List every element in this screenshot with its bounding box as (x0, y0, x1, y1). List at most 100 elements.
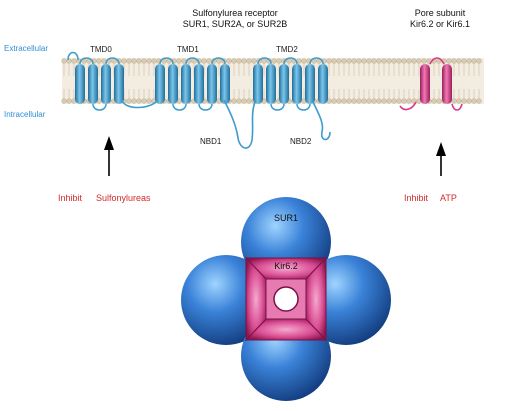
sur-helix (114, 64, 124, 104)
lipid-head (231, 58, 237, 64)
pore-helix-2 (442, 64, 452, 104)
sur-title-line2: SUR1, SUR2A, or SUR2B (182, 19, 288, 29)
lipid-head (146, 98, 152, 104)
sur-helix-loop (185, 57, 200, 65)
sur-transmembrane-helices (75, 57, 328, 111)
kir-tetramer (244, 256, 328, 342)
pore-helix-1 (420, 64, 430, 104)
lipid-head (396, 58, 402, 64)
sur-helix (292, 64, 302, 104)
lipid-head (381, 58, 387, 64)
lipid-head (341, 98, 347, 104)
lipid-head (366, 58, 372, 64)
lipid-head (201, 58, 207, 64)
sur-helix (181, 64, 191, 104)
lipid-head (451, 58, 457, 64)
lipid-head (241, 58, 247, 64)
lipid-head (466, 98, 472, 104)
sur-helix (101, 64, 111, 104)
sur-helix-loop (309, 57, 324, 65)
sur-title-line1: Sulfonylurea receptor (192, 8, 278, 18)
lipid-head (331, 58, 337, 64)
sur1-label: SUR1 (273, 213, 298, 223)
lipid-head (451, 98, 457, 104)
lipid-head (476, 58, 482, 64)
lipid-head (301, 58, 307, 64)
sur-helix-loop (270, 103, 285, 111)
sur-helix (279, 64, 289, 104)
lipid-head (456, 98, 462, 104)
lipid-head (246, 58, 252, 64)
sur-loops (67, 51, 331, 149)
sur-helix (207, 64, 217, 104)
sulfonylureas-label: Sulfonylureas (96, 193, 151, 203)
lipid-head (376, 58, 382, 64)
lipid-head (341, 58, 347, 64)
lipid-head (141, 58, 147, 64)
lipid-head (366, 98, 372, 104)
lipid-head (436, 98, 442, 104)
lipid-head (61, 98, 67, 104)
tmd0-label: TMD0 (90, 45, 112, 54)
lipid-head (66, 98, 72, 104)
lipid-head (336, 58, 342, 64)
lipid-head (121, 58, 127, 64)
lipid-head (471, 58, 477, 64)
lipid-head (96, 58, 102, 64)
lipid-head (216, 58, 222, 64)
lipid-head (391, 58, 397, 64)
lipid-head (206, 58, 212, 64)
lipid-head (381, 98, 387, 104)
tmd2-label: TMD2 (276, 45, 298, 54)
arrow-sulfonylureas (104, 136, 114, 176)
nbd1-loop (223, 99, 257, 149)
lipid-head (386, 98, 392, 104)
lipid-head (331, 98, 337, 104)
lipid-head (71, 58, 77, 64)
lipid-head (371, 58, 377, 64)
sur-helix-loop (296, 103, 311, 111)
lipid-head (401, 98, 407, 104)
lipid-head (126, 58, 132, 64)
inhibit-label-left: Inhibit (58, 193, 83, 203)
lipid-head (276, 58, 282, 64)
lipid-head (146, 58, 152, 64)
lipid-head (416, 58, 422, 64)
lipid-head (471, 98, 477, 104)
lipid-head (406, 98, 412, 104)
arrow-atp (436, 142, 446, 176)
sur-helix-loop (79, 57, 94, 65)
lipid-head (361, 58, 367, 64)
lipid-head (141, 98, 147, 104)
lipid-head (431, 98, 437, 104)
lipid-head (376, 98, 382, 104)
sur-helix (318, 64, 328, 104)
lipid-head (371, 98, 377, 104)
tmd0-n-terminus (67, 51, 79, 61)
lipid-head (421, 58, 427, 64)
lipid-head (241, 98, 247, 104)
sur-helix-loop (105, 57, 120, 65)
lipid-head (131, 98, 137, 104)
intracellular-label: Intracellular (4, 110, 46, 119)
sur-helix (266, 64, 276, 104)
nbd2-loop (311, 99, 331, 141)
lipid-head (131, 58, 137, 64)
sur-helix-loop (159, 57, 174, 65)
pore-title-line1: Pore subunit (414, 8, 466, 18)
kir62-label: Kir6.2 (274, 261, 298, 271)
sur-helix (88, 64, 98, 104)
lipid-head (236, 58, 242, 64)
atp-label: ATP (440, 193, 457, 203)
tmd0-tmd1-linker (121, 99, 159, 109)
lipid-head (261, 58, 267, 64)
lipid-head (456, 58, 462, 64)
lipid-head (231, 98, 237, 104)
lipid-head (461, 98, 467, 104)
lipid-head (136, 98, 142, 104)
lipid-head (346, 58, 352, 64)
inhibit-label-right: Inhibit (404, 193, 429, 203)
lipid-head (126, 98, 132, 104)
sur-helix (155, 64, 165, 104)
